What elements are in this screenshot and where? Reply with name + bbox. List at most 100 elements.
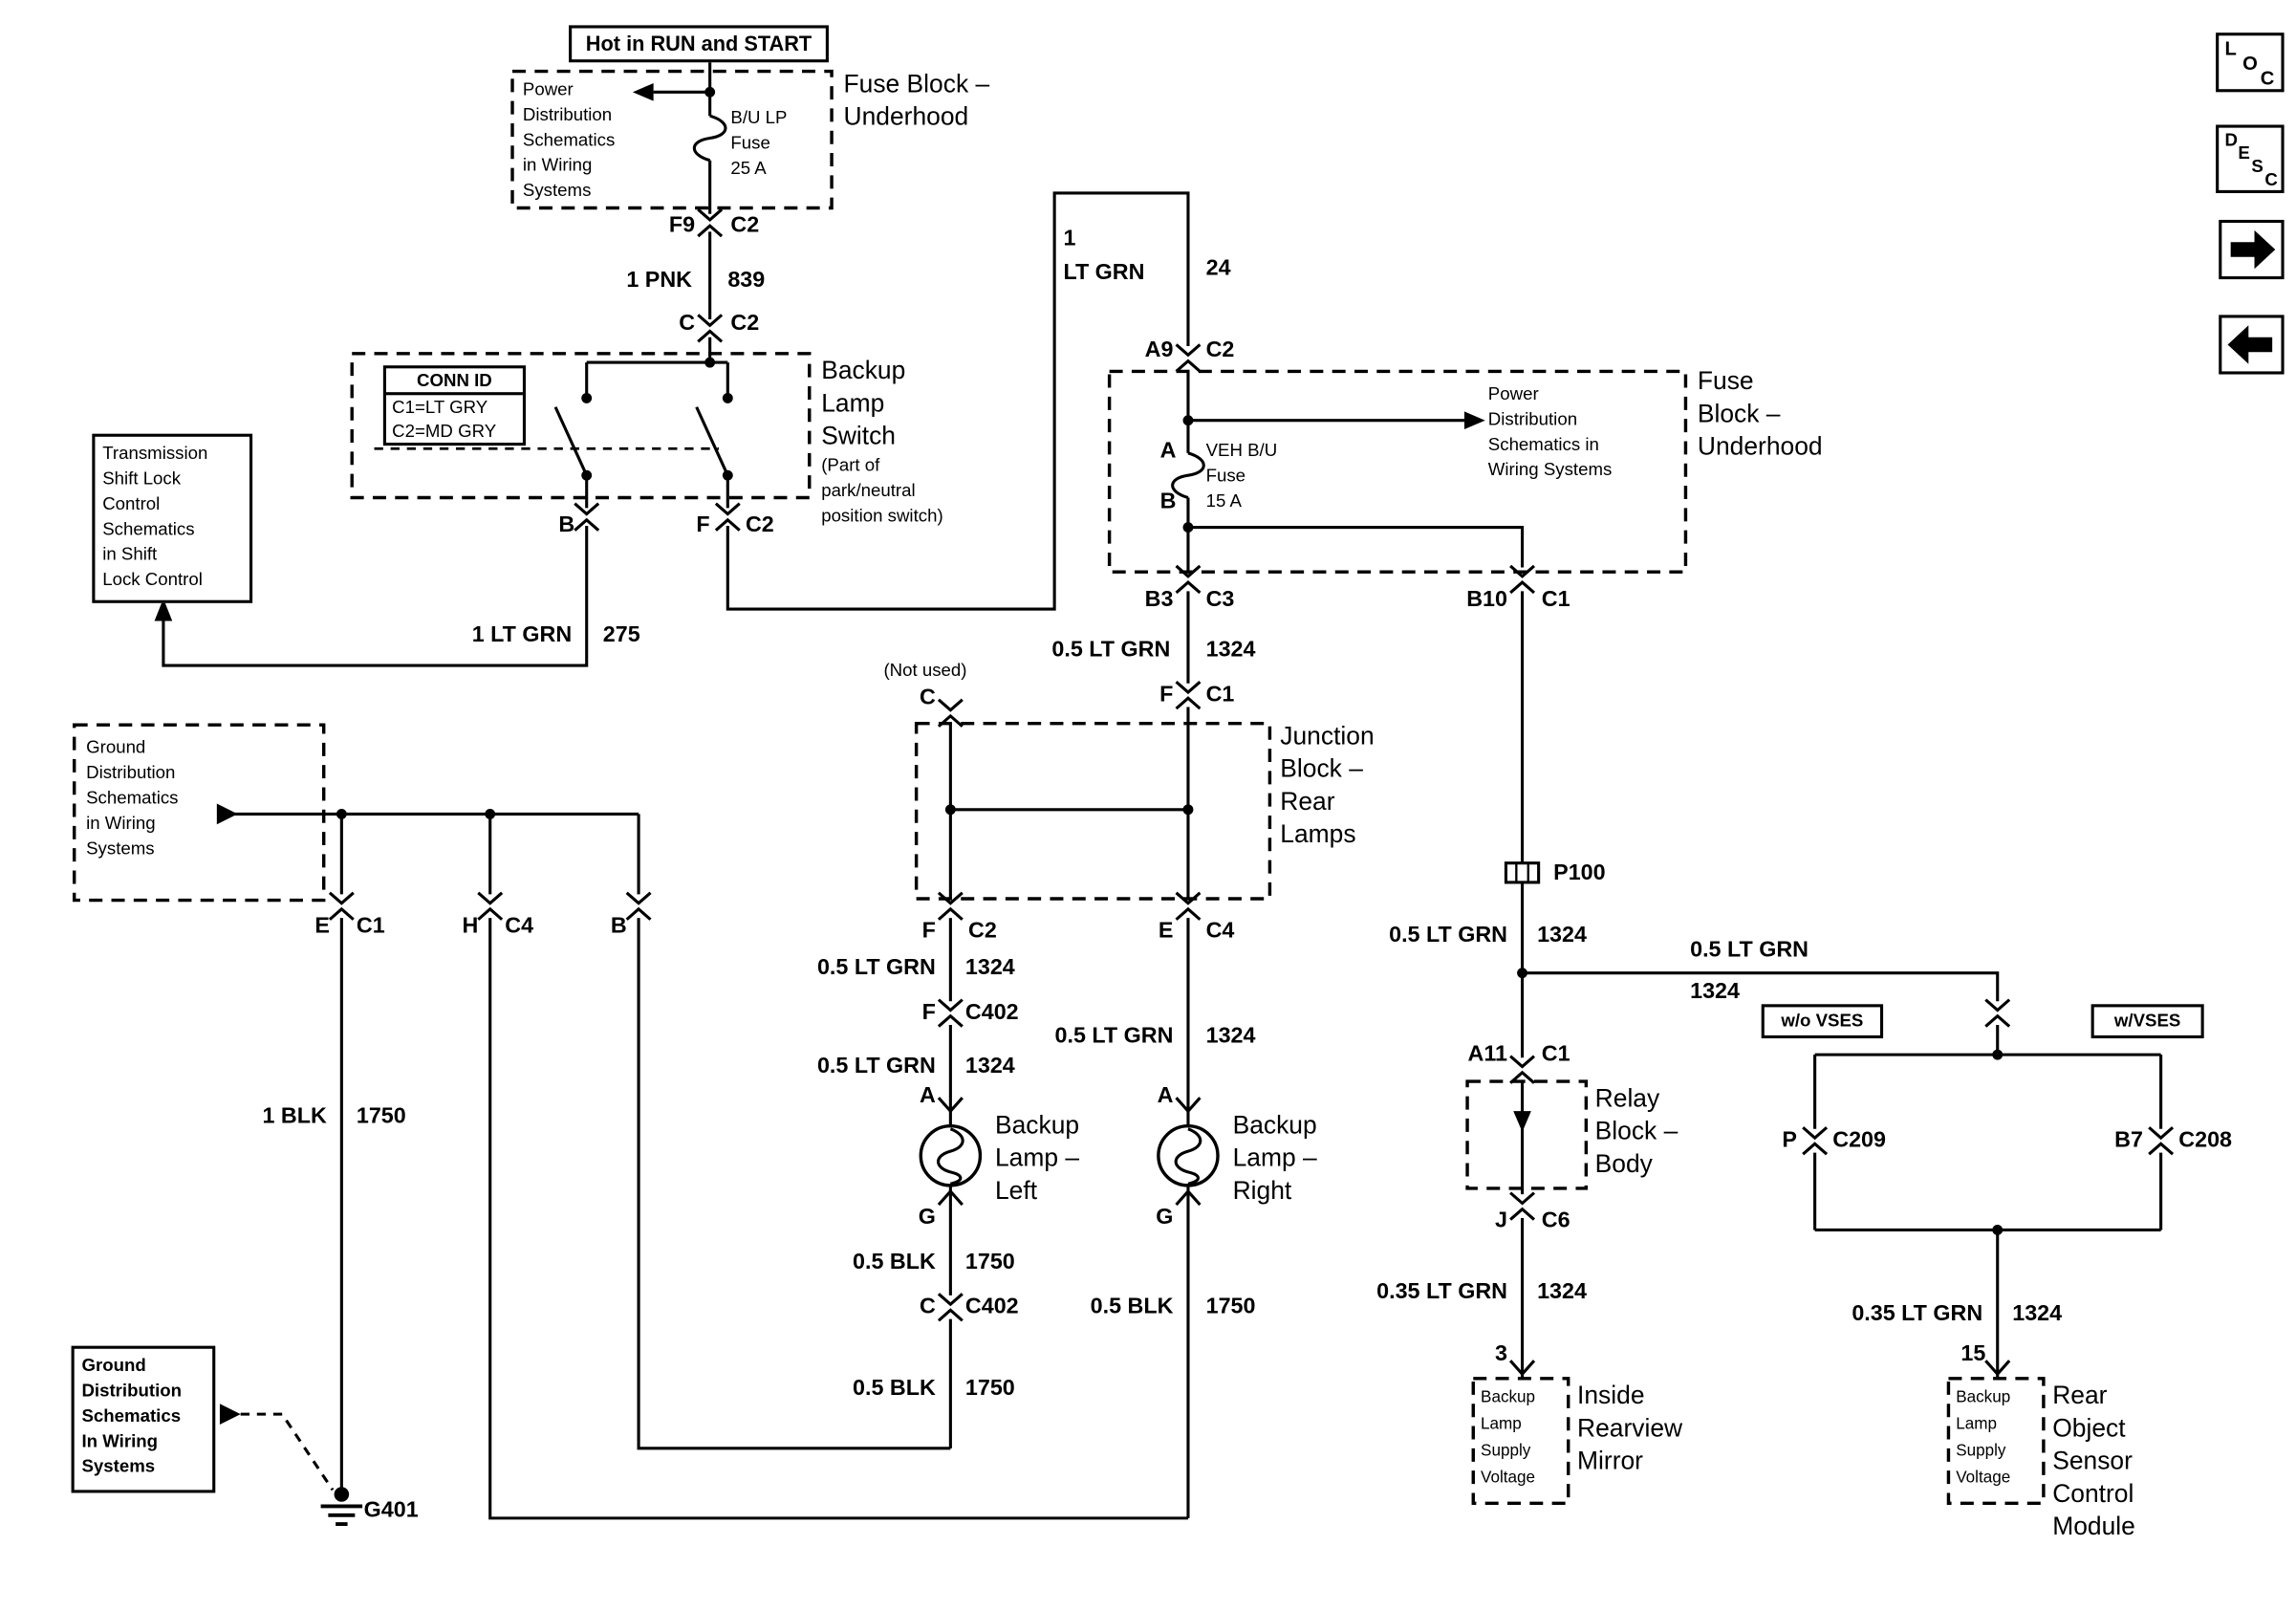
label-line: Body bbox=[1594, 1149, 1653, 1179]
label-line: (Part of bbox=[821, 454, 880, 476]
wire-circuit: 1324 bbox=[1205, 637, 1256, 663]
wire-spec: 0.5 LT GRN bbox=[816, 1053, 936, 1078]
pin-label: B bbox=[1159, 489, 1177, 514]
conn-label: C4 bbox=[505, 913, 534, 939]
power-source-label: Hot in RUN and START bbox=[585, 31, 812, 55]
label-line: Voltage bbox=[1956, 1469, 2011, 1488]
conn-label: C402 bbox=[964, 999, 1019, 1026]
fuse-rating: 25 A bbox=[730, 157, 767, 179]
left-arrow-icon bbox=[2227, 325, 2273, 364]
wire-spec: 0.35 LT GRN bbox=[1852, 1301, 1983, 1327]
label-line: Ground bbox=[81, 1354, 146, 1376]
pin-label: F bbox=[921, 918, 936, 944]
label-line: Backup bbox=[1232, 1111, 1317, 1140]
conn-label: C6 bbox=[1541, 1208, 1570, 1233]
wire-spec: 0.5 LT GRN bbox=[1051, 637, 1171, 663]
desc-letter: D bbox=[2224, 129, 2238, 150]
label-line: Underhood bbox=[843, 102, 969, 131]
ground-ref-bottom-box: Ground Distribution Schematics In Wiring… bbox=[71, 1345, 216, 1493]
wo-vses-label: w/o VSES bbox=[1781, 1010, 1864, 1032]
wire-circuit: 24 bbox=[1205, 255, 1231, 281]
label-line: LT GRN bbox=[1063, 259, 1145, 286]
label-line: Lamp bbox=[1956, 1415, 1997, 1434]
fuse-block-right-box bbox=[1107, 369, 1688, 574]
label-line: Fuse Block – bbox=[843, 70, 990, 98]
conn-label: C208 bbox=[2178, 1127, 2232, 1153]
conn-label: C1 bbox=[1205, 682, 1235, 708]
fuse-type: Fuse bbox=[1205, 465, 1246, 487]
label-line: Junction bbox=[1280, 722, 1375, 751]
pin-label: J bbox=[1495, 1208, 1508, 1233]
conn-id-row: C1=LT GRY bbox=[392, 396, 488, 418]
label-line: Distribution bbox=[81, 1380, 183, 1402]
pin-label: G bbox=[1156, 1205, 1174, 1230]
label-line: In Wiring bbox=[81, 1430, 159, 1451]
label-line: in Wiring bbox=[522, 154, 593, 176]
fuse-block-top-ref-note: Power Distribution Schematics in Wiring … bbox=[523, 77, 615, 204]
flow-arrows bbox=[154, 83, 1531, 1425]
conn-label: C3 bbox=[1205, 586, 1235, 613]
label-line: Module bbox=[2052, 1512, 2135, 1541]
loc-letter: O bbox=[2242, 52, 2258, 75]
desc-letter: C bbox=[2264, 169, 2278, 190]
conn-label: C2 bbox=[1205, 337, 1235, 363]
label-line: Backup bbox=[994, 1111, 1080, 1140]
fuse-name: VEH B/U bbox=[1205, 439, 1278, 461]
label-line: Power bbox=[1487, 382, 1539, 404]
relay-flow-arrow-down-icon bbox=[1513, 1111, 1531, 1132]
label-line: Ground bbox=[86, 736, 146, 758]
junction-block-name: Junction Block – Rear Lamps bbox=[1280, 721, 1374, 852]
fuse-block-top-name: Fuse Block – Underhood bbox=[844, 68, 990, 133]
label-line: Lamp bbox=[1481, 1415, 1522, 1434]
label-line: Schematics in bbox=[1487, 433, 1599, 455]
mirror-signal-label: Backup Lamp Supply Voltage bbox=[1481, 1384, 1535, 1491]
backup-lamp-switch-name: Backup Lamp Switch bbox=[821, 355, 905, 453]
fuse-rating: 15 A bbox=[1205, 490, 1242, 512]
wire-spec: 0.35 LT GRN bbox=[1376, 1278, 1508, 1305]
wire-spec: 1 LT GRN bbox=[471, 622, 573, 648]
loc-button[interactable]: L O C bbox=[2216, 33, 2285, 93]
pin-label: A bbox=[919, 1082, 936, 1109]
wire-spec: 0.5 BLK bbox=[1090, 1294, 1174, 1319]
wire-circuit: 1750 bbox=[1205, 1294, 1256, 1319]
label-line: Schematics bbox=[102, 518, 195, 539]
fuse-name: B/U LP bbox=[730, 106, 788, 128]
pin-label: G bbox=[918, 1205, 936, 1230]
label-line: Lamp bbox=[821, 389, 885, 418]
pin-label: C bbox=[919, 685, 936, 710]
label-line: Distribution bbox=[1487, 408, 1578, 430]
conn-label: C4 bbox=[1205, 918, 1235, 944]
label-line: Backup bbox=[1956, 1388, 2011, 1407]
w-vses-box: w/VSES bbox=[2090, 1004, 2204, 1039]
label-line: Lamps bbox=[1280, 819, 1356, 849]
wire-circuit: 275 bbox=[602, 622, 640, 648]
pin-label: 15 bbox=[1960, 1340, 1986, 1367]
label-line: 1 bbox=[1063, 226, 1076, 251]
w-vses-label: w/VSES bbox=[2113, 1010, 2181, 1032]
backup-lamp-right-name: Backup Lamp – Right bbox=[1233, 1110, 1317, 1208]
fuse-block-right-name: Fuse Block – Underhood bbox=[1698, 365, 1823, 464]
wire-circuit: 839 bbox=[727, 267, 766, 294]
fuse-type: Fuse bbox=[730, 132, 770, 154]
pin-label: F bbox=[696, 512, 710, 538]
label-line: Relay bbox=[1594, 1084, 1660, 1113]
label-line: Systems bbox=[81, 1455, 156, 1477]
relay-block-name: Relay Block – Body bbox=[1595, 1083, 1679, 1182]
wire-spec: 1 BLK bbox=[262, 1103, 327, 1129]
fuse-icon-veh-bu bbox=[1171, 451, 1205, 499]
pin-label: H bbox=[462, 913, 479, 939]
label-line: Block – bbox=[1280, 754, 1363, 783]
label-line: Wiring Systems bbox=[1487, 459, 1613, 480]
back-button[interactable] bbox=[2219, 315, 2285, 375]
wire-spec: 0.5 LT GRN bbox=[1389, 922, 1508, 948]
next-button[interactable] bbox=[2219, 219, 2285, 280]
label-line: Supply bbox=[1481, 1442, 1531, 1461]
not-used-note: (Not used) bbox=[883, 659, 967, 681]
wire-circuit: 1324 bbox=[1537, 922, 1587, 948]
pin-label: E bbox=[1158, 918, 1174, 944]
desc-button[interactable]: D E S C bbox=[2216, 124, 2285, 193]
pin-label: A9 bbox=[1144, 337, 1174, 363]
shift-lock-ref-box: Transmission Shift Lock Control Schemati… bbox=[92, 433, 253, 603]
